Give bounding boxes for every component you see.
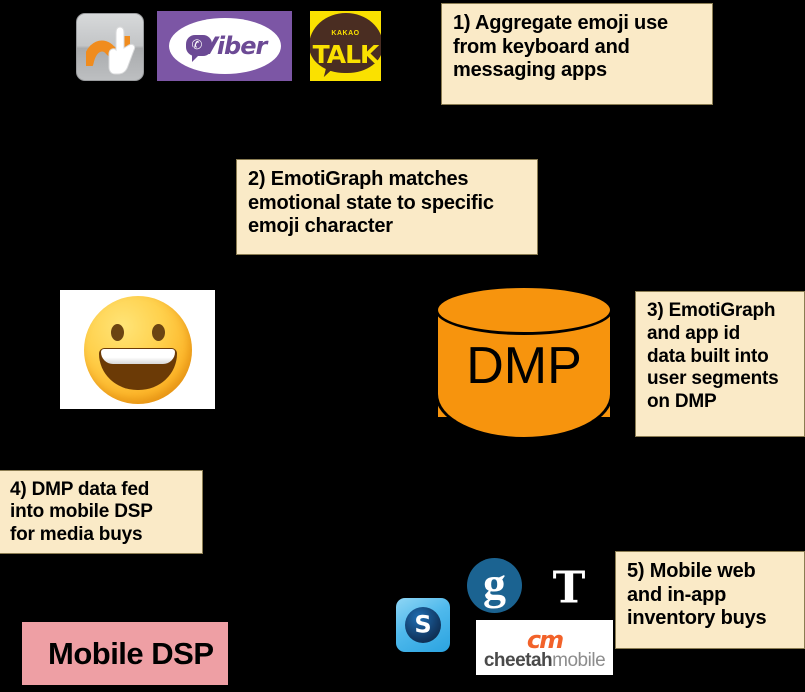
callout-step-3: 3) EmotiGraph and app id data built into… xyxy=(635,291,805,437)
shazam-glyph: S xyxy=(414,610,432,639)
callout-step-5: 5) Mobile web and in-app inventory buys xyxy=(615,551,805,649)
nyt-glyph: T xyxy=(552,562,586,614)
callout-step-5-line-3: inventory buys xyxy=(627,607,767,630)
callout-step-4-line-3: for media buys xyxy=(10,523,143,545)
callout-step-4: 4) DMP data fed into mobile DSP for medi… xyxy=(0,470,203,554)
emoji-mouth xyxy=(98,347,177,390)
callout-step-5-line-1: 5) Mobile web xyxy=(627,560,756,582)
swype-hand-icon xyxy=(108,26,136,75)
kakao-bubble-shape xyxy=(310,13,381,74)
cylinder-top xyxy=(435,285,613,335)
cheetah-wordmark: cheetahmobile xyxy=(483,650,606,672)
callout-step-4-line-1: 4) DMP data fed xyxy=(10,479,150,500)
callout-step-3-line-5: on DMP xyxy=(647,391,717,413)
kakao-main-word: TALK xyxy=(312,39,380,69)
callout-step-3-line-2: and app id xyxy=(647,322,741,344)
cheetah-word-light: mobile xyxy=(552,650,606,671)
callout-step-1-line-3: messaging apps xyxy=(453,59,607,82)
callout-step-2-line-3: emoji character xyxy=(248,215,393,238)
grinning-face-emoji xyxy=(60,290,215,409)
emoji-face-shape xyxy=(83,295,192,404)
kakao-top-word: KAKAO xyxy=(331,29,360,37)
shazam-disc: S xyxy=(405,607,441,643)
shazam-logo: S xyxy=(396,598,450,652)
cheetah-mark: cm xyxy=(526,626,564,654)
new-york-times-logo: T xyxy=(544,562,594,614)
callout-step-4-line-2: into mobile DSP xyxy=(10,501,153,523)
gannett-logo: g xyxy=(467,557,522,613)
callout-step-2-line-1: 2) EmotiGraph matches xyxy=(248,168,469,190)
callout-step-5-line-2: and in-app xyxy=(627,583,727,606)
viber-logo: ✆ Viber xyxy=(157,11,292,81)
emoji-left-eye xyxy=(110,323,124,341)
emoji-teeth xyxy=(100,348,175,364)
callout-step-3-line-3: data built into xyxy=(647,345,769,367)
viber-wordmark: Viber xyxy=(199,32,268,60)
callout-step-2: 2) EmotiGraph matches emotional state to… xyxy=(236,159,538,255)
callout-step-1-line-2: from keyboard and xyxy=(453,35,630,58)
callout-step-3-line-4: user segments xyxy=(647,368,779,390)
swype-keyboard-icon xyxy=(76,13,144,81)
dmp-database-cylinder: DMP xyxy=(435,285,613,440)
cylinder-bottom xyxy=(435,394,613,440)
cheetah-mobile-logo: cm cheetahmobile xyxy=(476,620,613,675)
callout-step-1-line-1: 1) Aggregate emoji use xyxy=(453,12,668,34)
callout-step-3-line-1: 3) EmotiGraph xyxy=(647,300,776,321)
callout-step-2-line-2: emotional state to specific xyxy=(248,191,494,214)
mobile-dsp-label: Mobile DSP xyxy=(48,635,214,671)
callout-step-1: 1) Aggregate emoji use from keyboard and… xyxy=(441,3,713,105)
viber-bubble-icon xyxy=(185,35,212,62)
kakaotalk-logo: KAKAO TALK xyxy=(310,11,381,81)
viber-phone-icon: ✆ xyxy=(191,37,203,52)
mobile-dsp-box: Mobile DSP xyxy=(22,622,228,685)
emoji-right-eye xyxy=(151,323,165,341)
dmp-label: DMP xyxy=(466,336,582,395)
cheetah-word-bold: cheetah xyxy=(483,650,553,671)
gannett-glyph: g xyxy=(483,557,506,609)
